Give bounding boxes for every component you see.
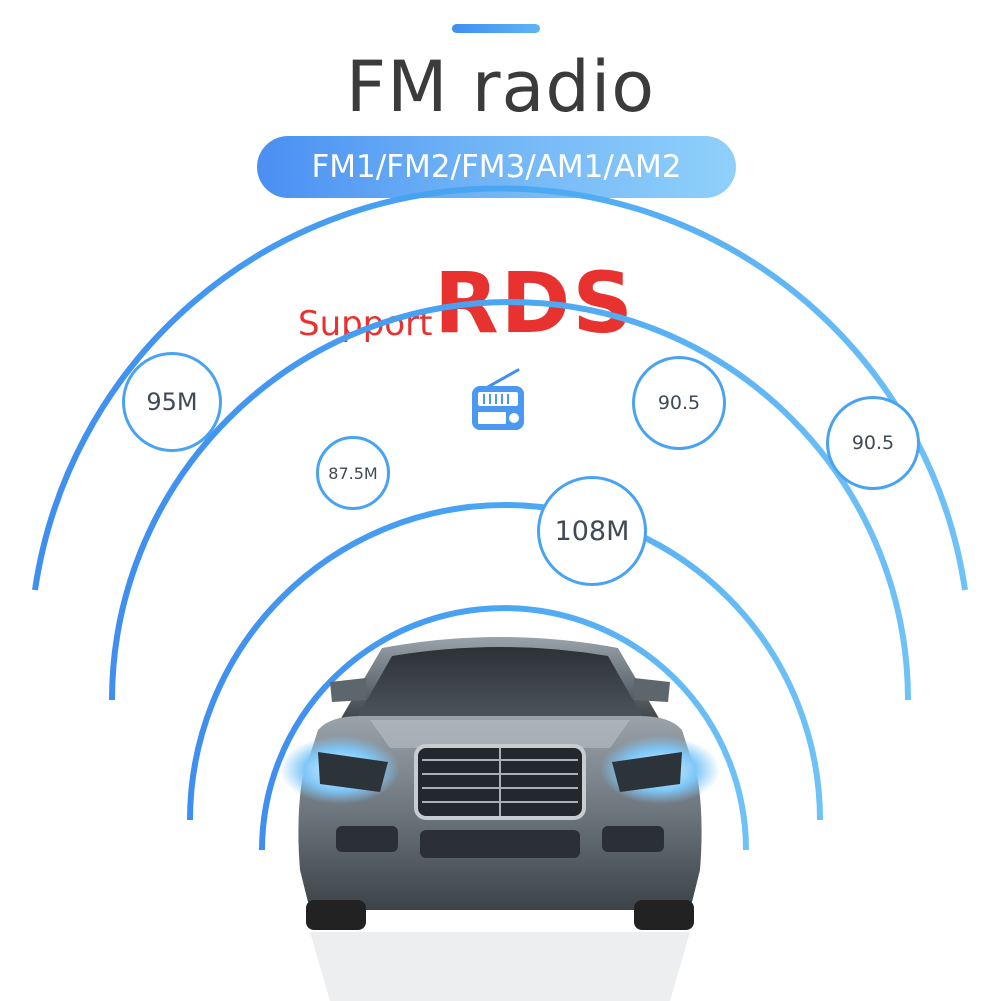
frequency-label: 95M — [146, 388, 198, 416]
frequency-label: 87.5M — [328, 463, 378, 483]
car-tire-right — [634, 900, 694, 930]
car-headlight-right — [612, 752, 682, 792]
frequency-label: 90.5 — [657, 392, 701, 414]
frequency-label: 90.5 — [851, 432, 895, 454]
frequency-bubble-95m: 95M — [122, 352, 222, 452]
frequency-bubble-87-5m: 87.5M — [316, 436, 390, 510]
page-title: FM radio — [345, 46, 656, 128]
wave-arc-3 — [109, 299, 911, 701]
wave-arc-inner — [259, 605, 749, 851]
top-accent-bar — [452, 24, 540, 33]
rds-support-label: Support — [298, 304, 433, 344]
frequency-bubble-90-5: 90.5 — [632, 356, 726, 450]
car-fog-left — [336, 826, 398, 852]
car-fog-right — [602, 826, 664, 852]
car-mirror-right — [634, 678, 670, 702]
wave-arc-2 — [187, 502, 823, 821]
car-mirror-left — [330, 678, 366, 702]
frequency-label: 108M — [554, 515, 630, 547]
radio-icon — [472, 368, 524, 430]
frequency-bubble-108m: 108M — [537, 476, 647, 586]
car-image — [280, 637, 720, 1001]
wave-arc-outer — [32, 185, 968, 591]
car-tire-left — [306, 900, 366, 930]
car-windshield — [358, 647, 642, 716]
frequency-bubble-90-5-right: 90.5 — [826, 396, 920, 490]
car-headlight-left — [318, 752, 388, 792]
